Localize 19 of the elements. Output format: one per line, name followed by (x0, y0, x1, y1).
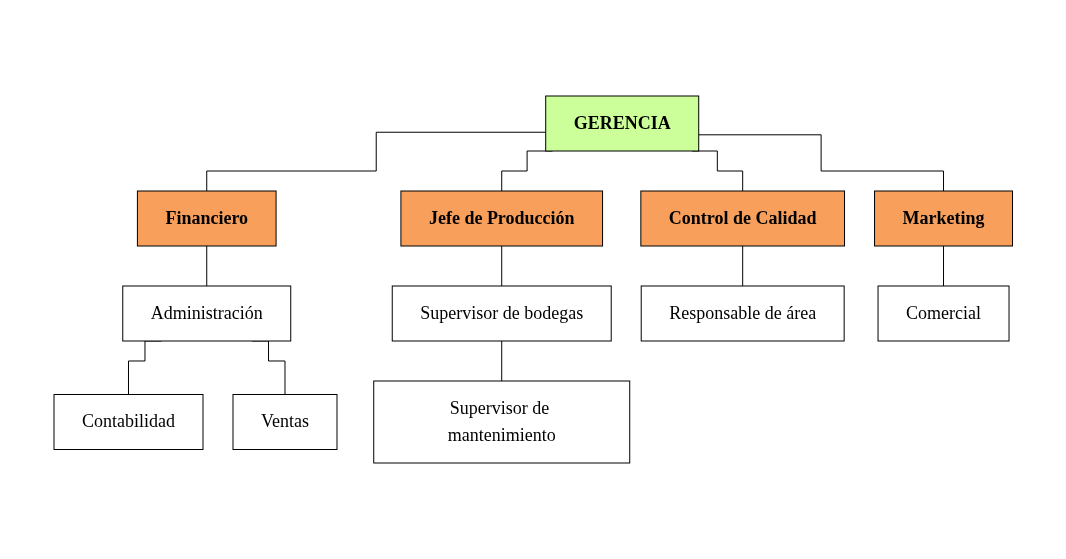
connector (206, 245, 207, 287)
node-box: Marketing (873, 190, 1013, 247)
node-box: Control de Calidad (640, 190, 845, 247)
node-box: Financiero (136, 190, 277, 247)
node-box: Supervisor de bodegas (391, 285, 612, 342)
connector (500, 340, 502, 382)
node-box: Jefe de Producción (400, 190, 603, 247)
connector (741, 245, 743, 287)
node-box: Administración (122, 285, 291, 342)
node-box: Responsable de área (640, 285, 845, 342)
node-box: GERENCIA (544, 95, 699, 152)
node-box: Contabilidad (53, 394, 204, 450)
connector (500, 245, 502, 287)
node-box: Supervisor de mantenimiento (372, 380, 630, 464)
node-box: Comercial (877, 285, 1010, 342)
node-box: Ventas (232, 394, 338, 450)
connector (206, 131, 546, 192)
connector (697, 134, 944, 192)
connector (942, 245, 944, 287)
